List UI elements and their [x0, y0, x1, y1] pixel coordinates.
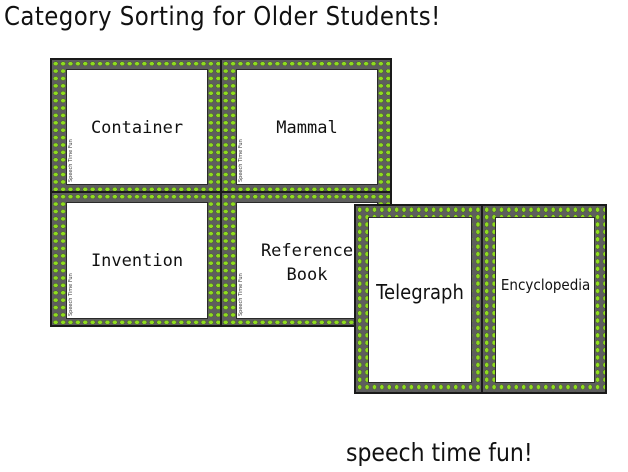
card-word: Encyclopedia [500, 276, 591, 294]
card-word: Mammal [276, 118, 338, 138]
category-card-encyclopedia: Encyclopedia [481, 204, 607, 394]
card-face: Telegraph [368, 217, 472, 383]
card-face: Mammal [236, 69, 378, 185]
card-credit: Speech Time Fun [238, 273, 244, 316]
card-word: Invention [90, 251, 184, 271]
card-credit: Speech Time Fun [238, 139, 244, 182]
card-word: Telegraph [376, 280, 464, 304]
card-word-line1: Reference [260, 241, 354, 261]
card-credit: Speech Time Fun [68, 273, 74, 316]
card-credit: Speech Time Fun [68, 139, 74, 182]
category-card-container: Container Speech Time Fun [50, 58, 222, 193]
card-face: Encyclopedia [495, 217, 595, 383]
page-title: Category Sorting for Older Students! [4, 2, 441, 32]
card-face: Invention [66, 202, 208, 319]
card-word-line2: Book [286, 265, 328, 285]
category-card-invention: Invention Speech Time Fun [50, 191, 222, 327]
category-card-mammal: Mammal Speech Time Fun [220, 58, 392, 193]
category-card-telegraph: Telegraph [354, 204, 484, 394]
card-word: Container [90, 118, 184, 138]
card-face: Container [66, 69, 208, 185]
footer-signature: speech time fun! [346, 438, 533, 467]
